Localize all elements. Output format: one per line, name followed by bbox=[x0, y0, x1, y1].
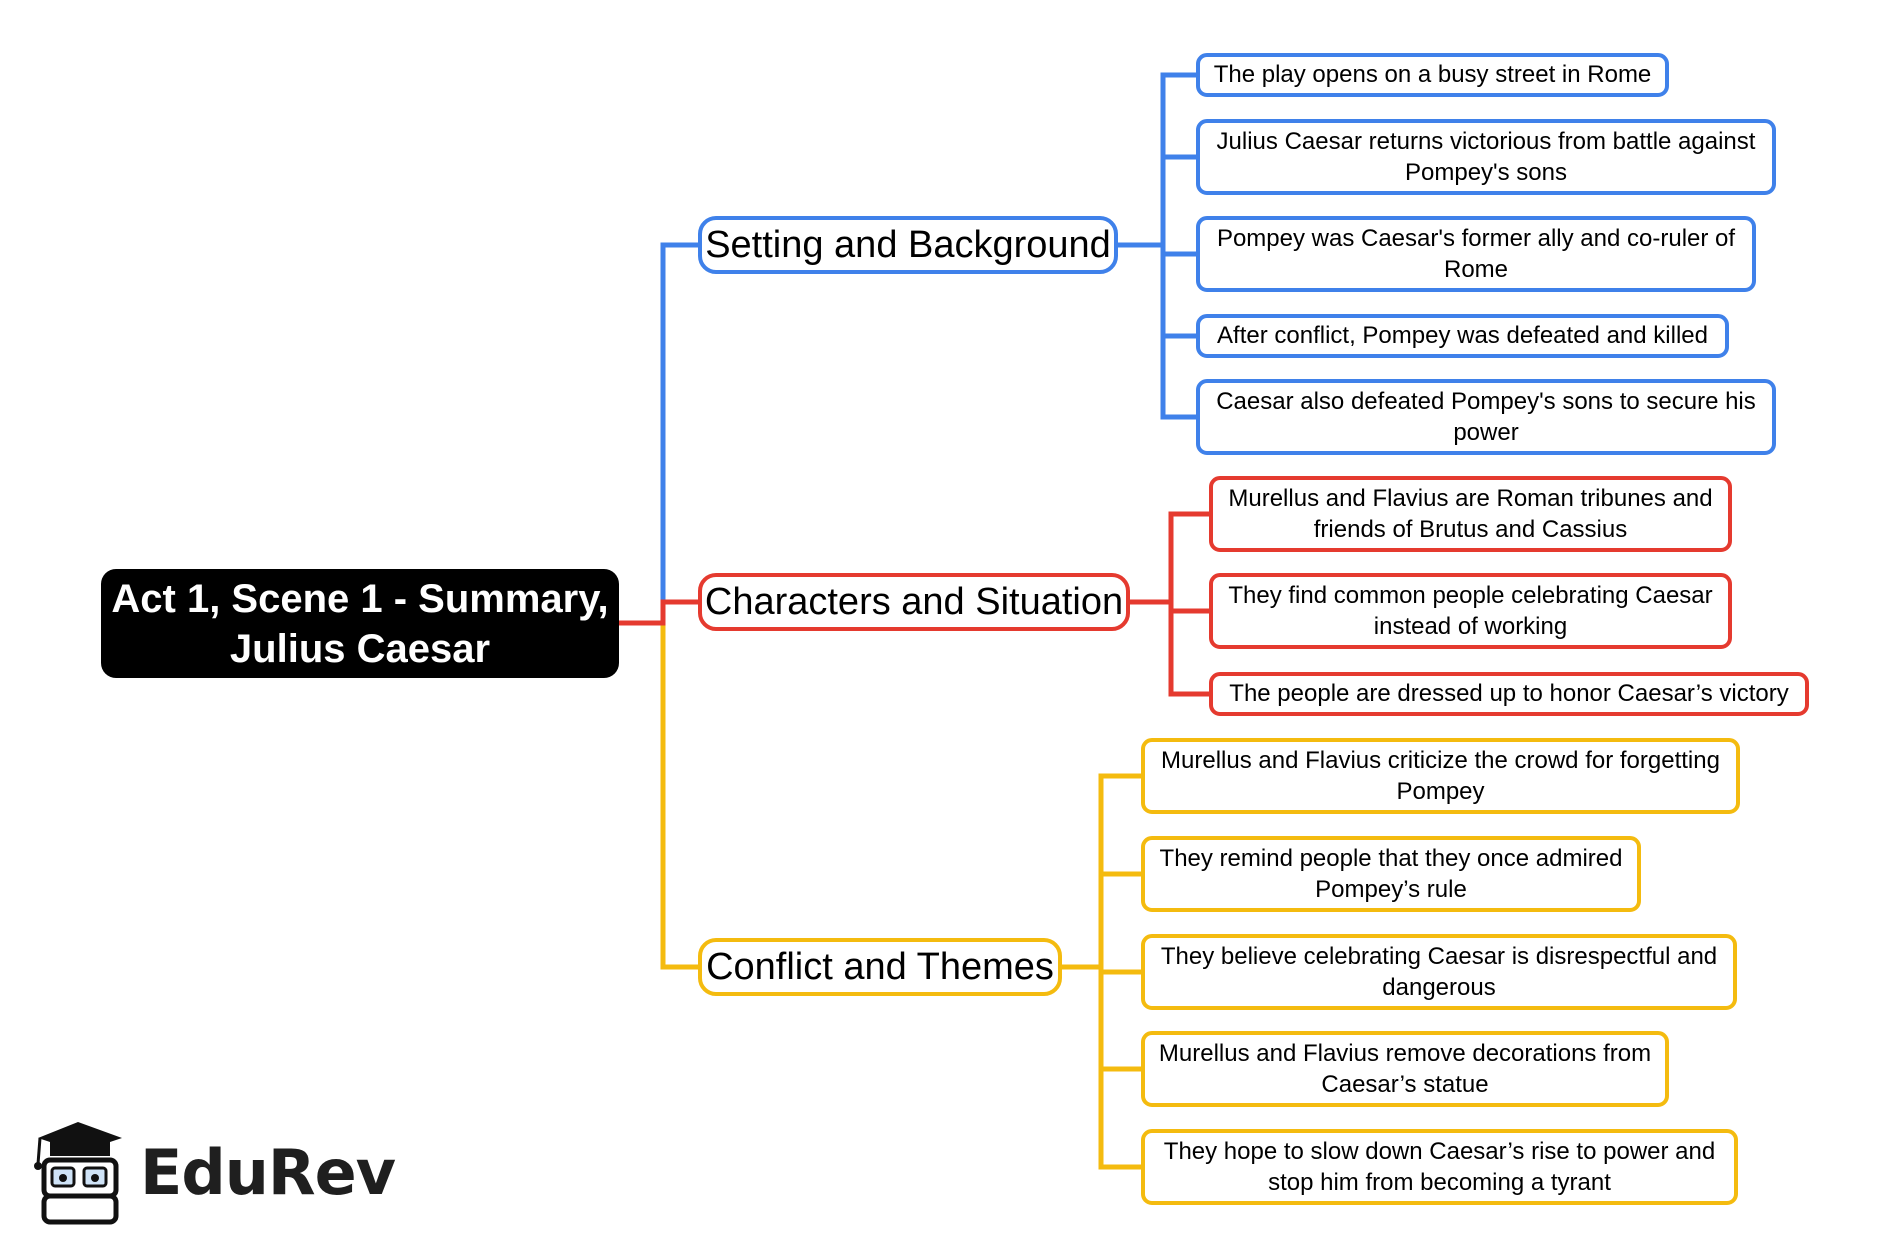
leaf-node: They hope to slow down Caesar’s rise to … bbox=[1141, 1129, 1738, 1205]
leaf-node: Pompey was Caesar's former ally and co-r… bbox=[1196, 216, 1756, 292]
leaf-text: After conflict, Pompey was defeated and … bbox=[1217, 322, 1708, 350]
leaf-text: Julius Caesar returns victorious from ba… bbox=[1216, 127, 1756, 186]
leaf-text: Pompey was Caesar's former ally and co-r… bbox=[1216, 224, 1736, 283]
edurev-logo: EduRev bbox=[30, 1118, 396, 1226]
leaf-node: Murellus and Flavius are Roman tribunes … bbox=[1209, 476, 1732, 552]
branch-node: Conflict and Themes bbox=[698, 938, 1062, 996]
leaf-node: The play opens on a busy street in Rome bbox=[1196, 53, 1669, 97]
leaf-node: They believe celebrating Caesar is disre… bbox=[1141, 934, 1737, 1010]
leaf-text: They hope to slow down Caesar’s rise to … bbox=[1163, 1137, 1716, 1196]
leaf-node: They find common people celebrating Caes… bbox=[1209, 573, 1732, 649]
leaf-text: The play opens on a busy street in Rome bbox=[1213, 61, 1652, 89]
leaf-text: They remind people that they once admire… bbox=[1159, 844, 1623, 903]
leaf-text: The people are dressed up to honor Caesa… bbox=[1229, 680, 1789, 708]
graduation-cap-mascot-icon bbox=[34, 1122, 122, 1225]
leaf-text: Caesar also defeated Pompey's sons to se… bbox=[1216, 387, 1756, 446]
leaf-text: Murellus and Flavius remove decorations … bbox=[1158, 1039, 1652, 1098]
branch-label: Setting and Background bbox=[705, 223, 1111, 266]
branch-node: Setting and Background bbox=[698, 216, 1118, 274]
branch-label: Conflict and Themes bbox=[706, 945, 1054, 988]
leaf-text: They find common people celebrating Caes… bbox=[1228, 581, 1713, 640]
logo-text: EduRev bbox=[140, 1135, 396, 1209]
leaf-node: They remind people that they once admire… bbox=[1141, 836, 1641, 912]
leaf-node: Julius Caesar returns victorious from ba… bbox=[1196, 119, 1776, 195]
leaf-text: Murellus and Flavius criticize the crowd… bbox=[1161, 746, 1720, 805]
leaf-node: Murellus and Flavius criticize the crowd… bbox=[1141, 738, 1740, 814]
leaf-node: The people are dressed up to honor Caesa… bbox=[1209, 672, 1809, 716]
leaf-node: Murellus and Flavius remove decorations … bbox=[1141, 1031, 1669, 1107]
branch-label: Characters and Situation bbox=[704, 580, 1124, 623]
leaf-text: They believe celebrating Caesar is disre… bbox=[1160, 942, 1718, 1001]
leaf-node: After conflict, Pompey was defeated and … bbox=[1196, 314, 1729, 358]
branch-node: Characters and Situation bbox=[698, 573, 1130, 631]
leaf-node: Caesar also defeated Pompey's sons to se… bbox=[1196, 379, 1776, 455]
leaf-text: Murellus and Flavius are Roman tribunes … bbox=[1228, 484, 1713, 543]
root-title-line-1: Act 1, Scene 1 - Summary, bbox=[111, 576, 609, 621]
root-title-line-2: Julius Caesar bbox=[229, 626, 491, 671]
root-node: Act 1, Scene 1 - Summary, Julius Caesar bbox=[101, 569, 619, 678]
